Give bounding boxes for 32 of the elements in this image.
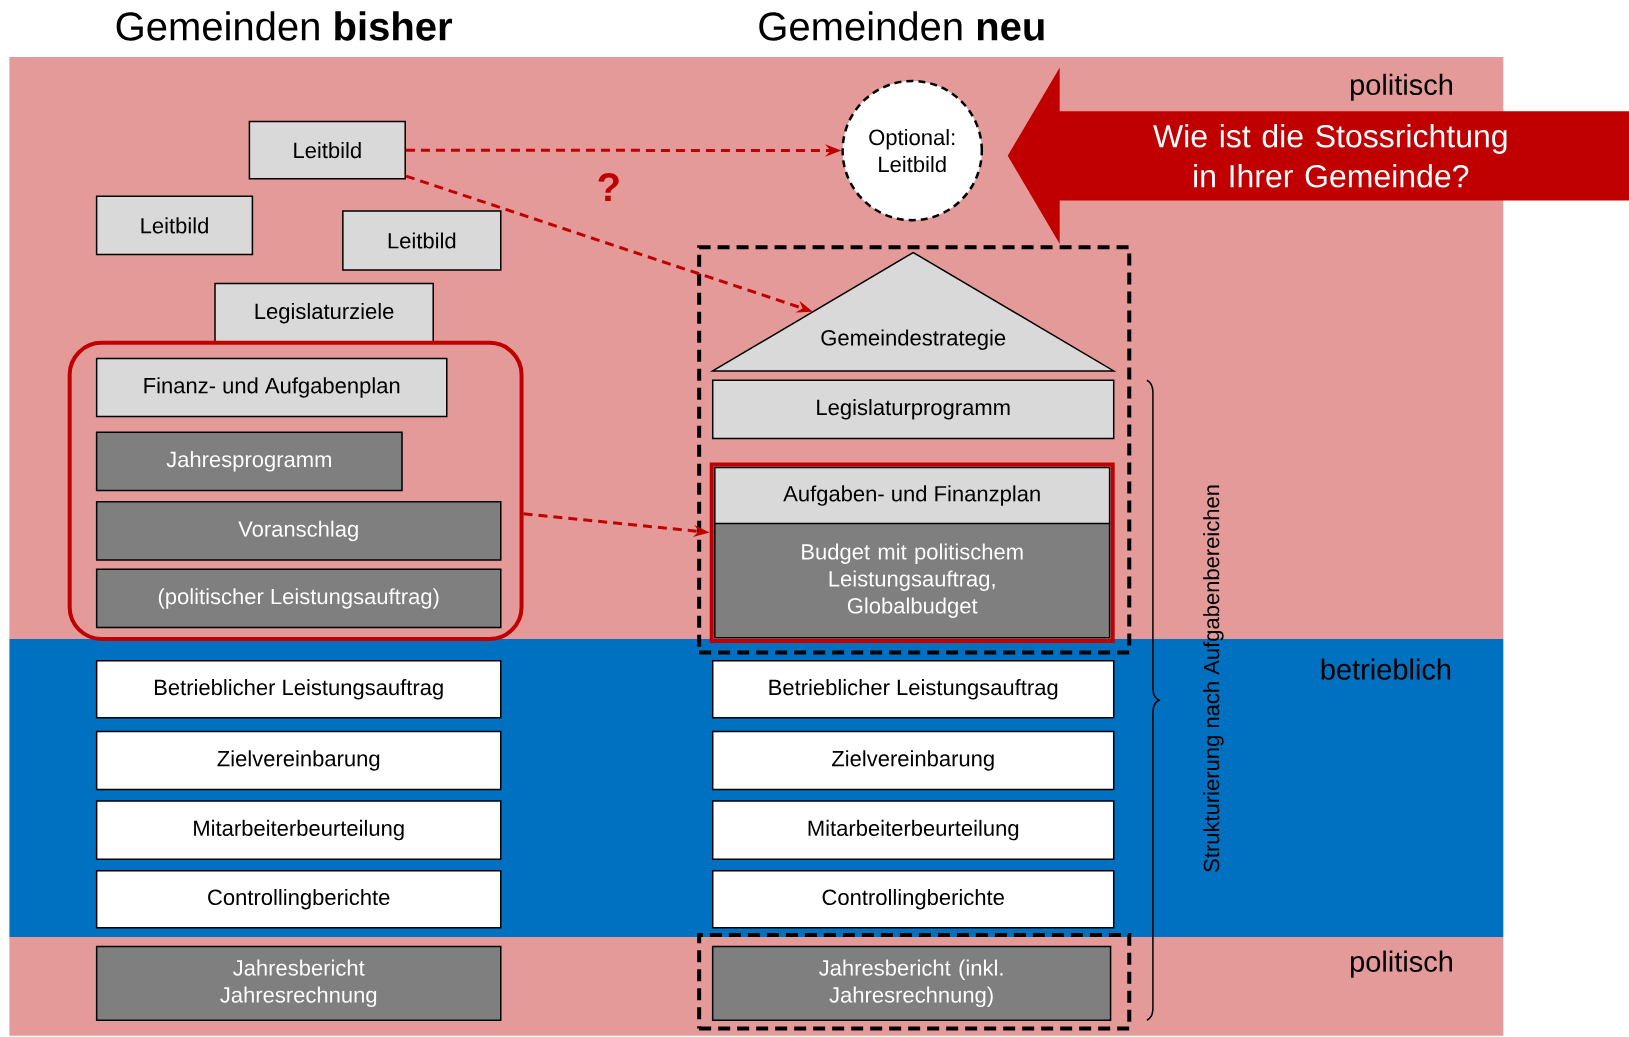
process-box: Mitarbeiterbeurteilung [711, 800, 1115, 860]
vertical-label: Strukturierung nach Aufgabenbereichen [1203, 485, 1224, 872]
process-box: Jahresprogramm [95, 431, 403, 492]
process-box: Finanz- und Aufgabenplan [95, 357, 448, 418]
band-label: politisch [1351, 950, 1452, 978]
heading: Gemeinden neu [759, 11, 1044, 41]
process-box: Mitarbeiterbeurteilung [95, 800, 502, 860]
process-box: Jahresbericht (inkl. Jahresrechnung) [711, 945, 1112, 1021]
group-frame [709, 462, 1115, 643]
process-box: Leitbild [248, 120, 406, 180]
process-box: Zielvereinbarung [711, 730, 1115, 791]
process-box: Betrieblicher Leistungsauftrag [711, 660, 1115, 719]
process-box: Leitbild [342, 210, 502, 271]
group-frame [697, 245, 1132, 655]
process-box: Voranschlag [95, 501, 502, 561]
question-mark: ? [598, 173, 619, 201]
process-box: Controllingberichte [95, 869, 502, 929]
process-box: Legislaturziele [214, 282, 434, 344]
band-label: politisch [1351, 73, 1452, 101]
group-frame [67, 340, 524, 641]
band-label: betrieblich [1321, 658, 1451, 680]
process-box: (politischer Leistungsauftrag) [95, 568, 502, 629]
process-box: Controllingberichte [711, 869, 1115, 929]
process-box: Aufgaben- und Finanzplan [714, 466, 1111, 525]
process-box: Betrieblicher Leistungsauftrag [95, 660, 502, 719]
process-box: Leitbild [95, 195, 254, 256]
process-box: Zielvereinbarung [95, 730, 502, 791]
heading: Gemeinden bisher [116, 11, 452, 41]
group-frame [697, 933, 1132, 1031]
process-box: Budget mit politischem Leistungsauftrag, Globalbudget [714, 522, 1111, 639]
process-box: Legislaturprogramm [711, 379, 1115, 440]
process-box: Jahresbericht Jahresrechnung [95, 945, 502, 1021]
